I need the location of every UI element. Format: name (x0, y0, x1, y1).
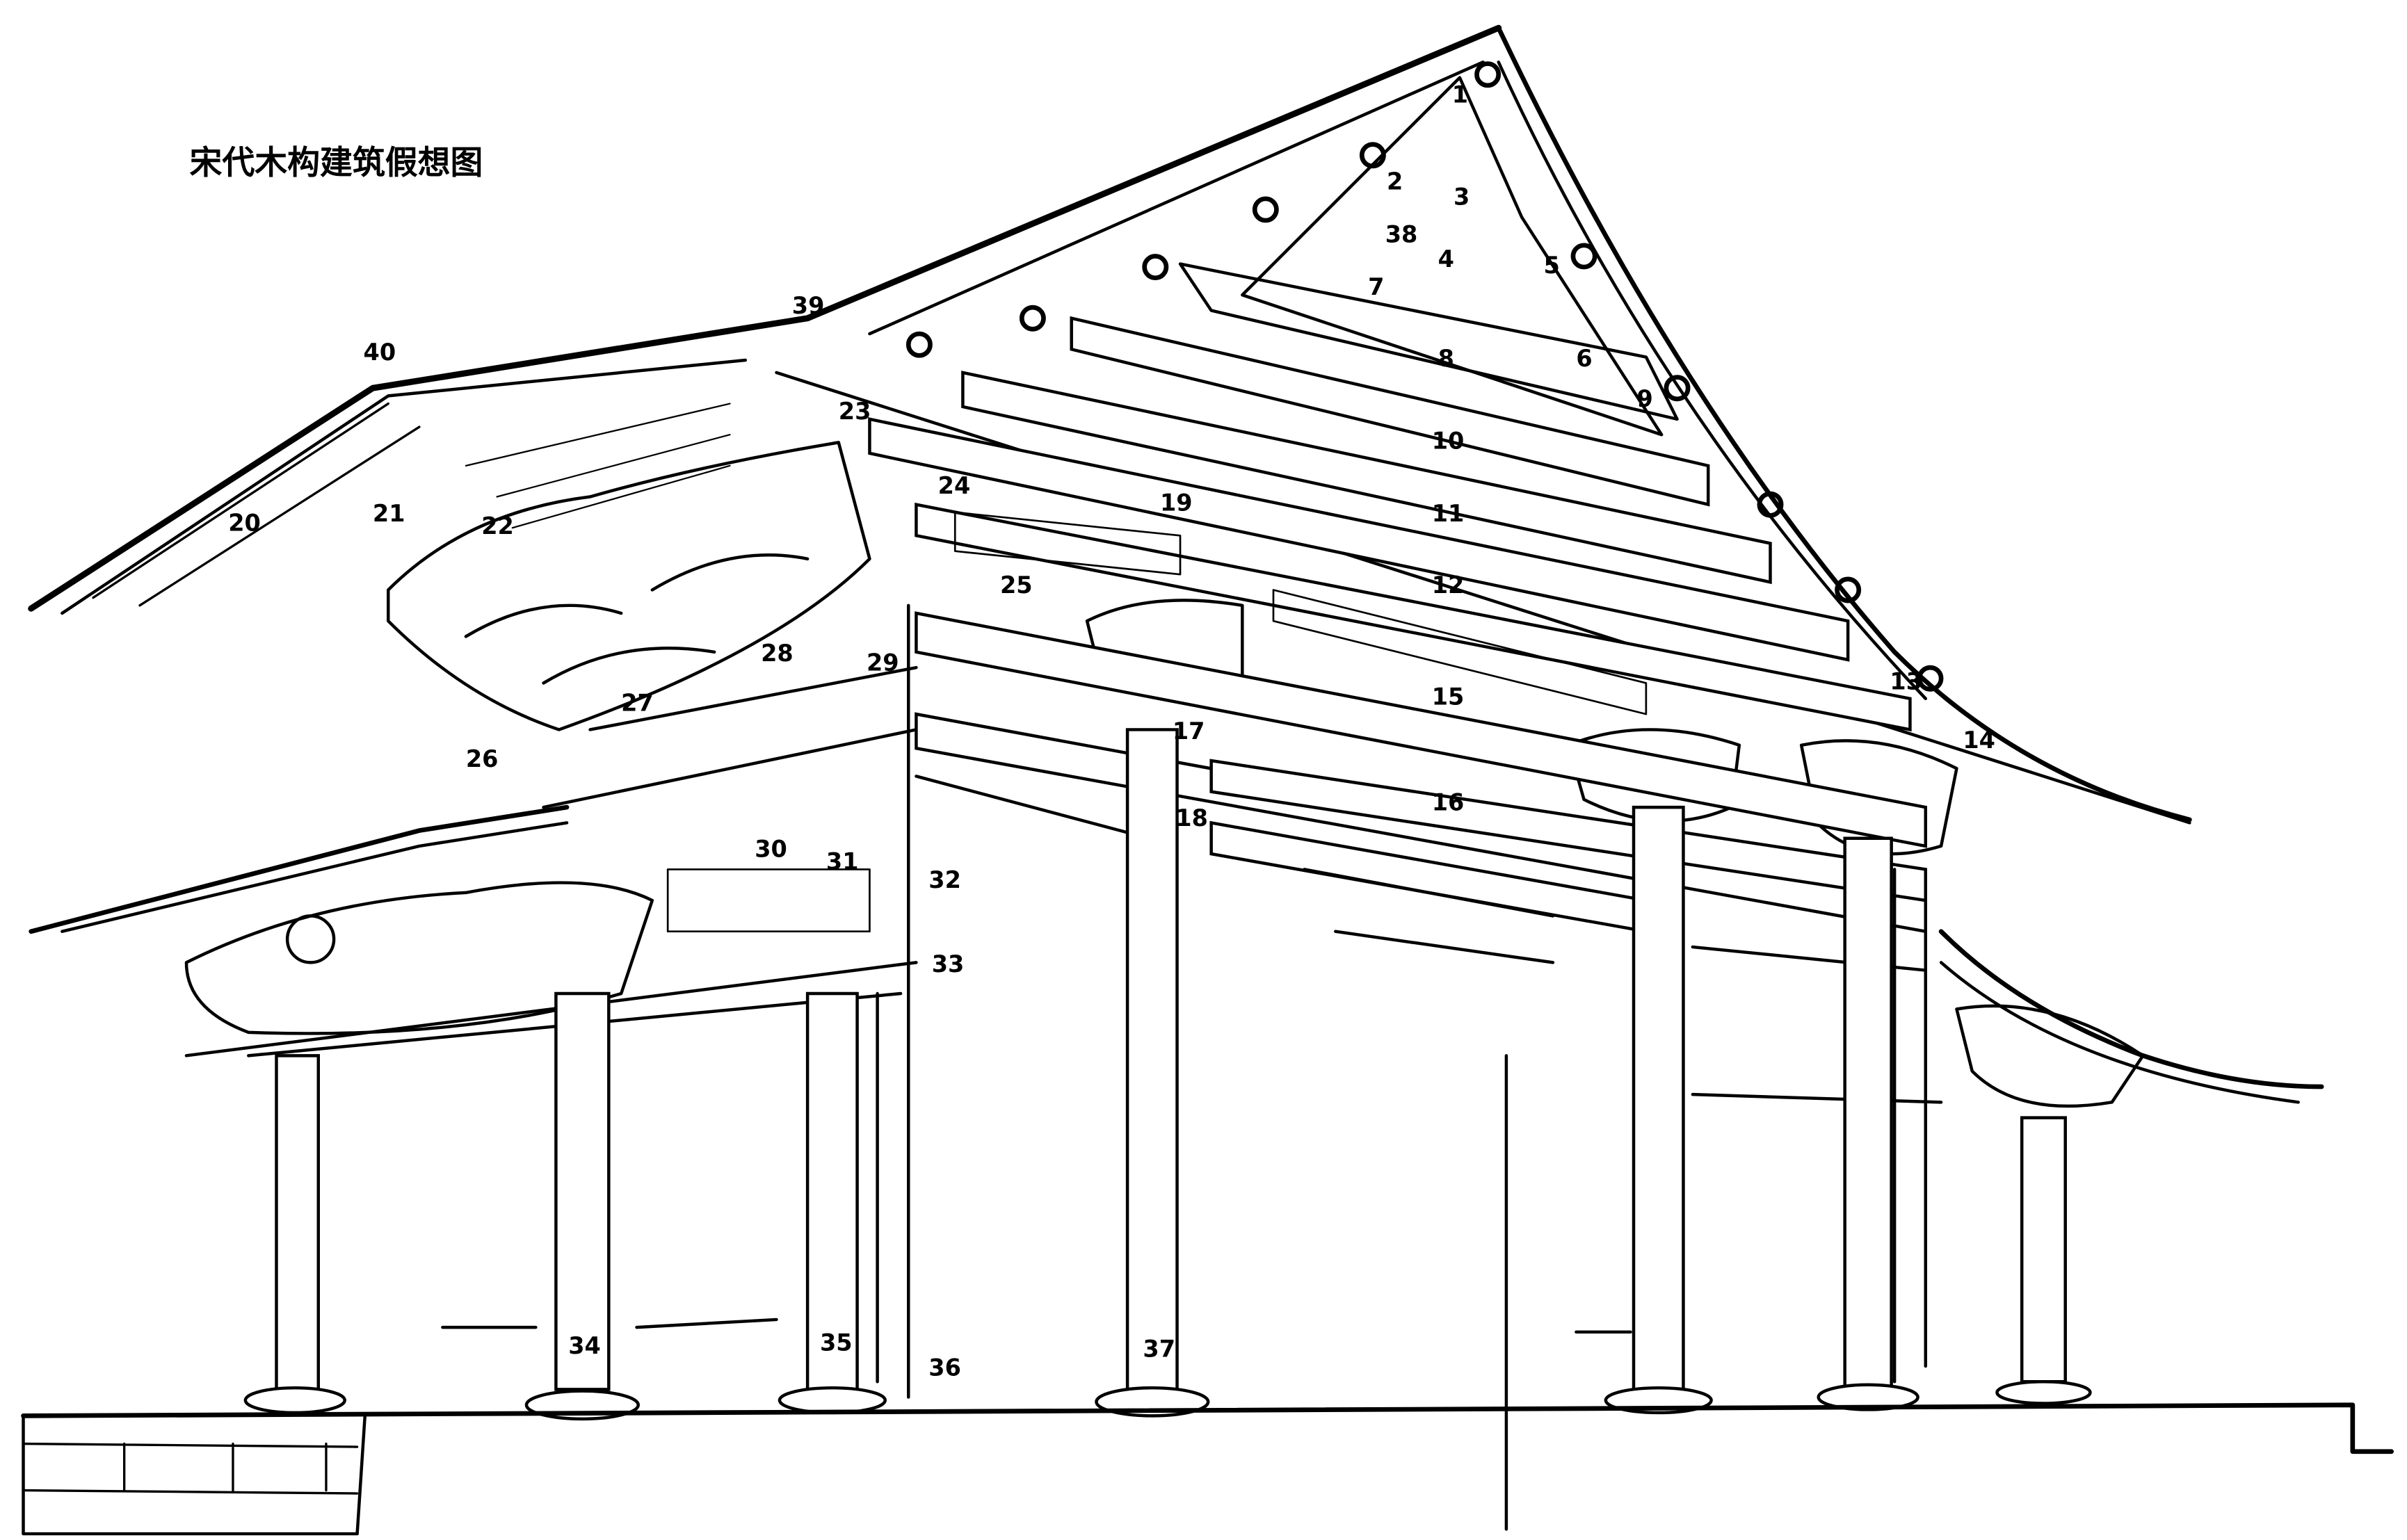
roof-truss (868, 61, 1944, 732)
label-39: 39 (792, 292, 825, 319)
label-24: 24 (938, 472, 971, 499)
label-15: 15 (1432, 683, 1465, 711)
label-1: 1 (1452, 81, 1468, 108)
label-33: 33 (932, 950, 965, 978)
label-35: 35 (820, 1329, 853, 1356)
label-31: 31 (826, 848, 859, 875)
label-20: 20 (228, 510, 261, 537)
label-13: 13 (1890, 667, 1922, 695)
label-32: 32 (928, 866, 961, 893)
label-17: 17 (1173, 718, 1205, 745)
label-25: 25 (1000, 572, 1033, 599)
label-7: 7 (1368, 273, 1384, 300)
label-11: 11 (1432, 500, 1465, 527)
label-14: 14 (1963, 727, 1995, 754)
label-38: 38 (1385, 220, 1418, 248)
label-36: 36 (928, 1354, 961, 1381)
label-4: 4 (1438, 245, 1454, 273)
label-29: 29 (867, 649, 899, 676)
label-16: 16 (1432, 789, 1465, 816)
label-26: 26 (466, 745, 499, 772)
label-21: 21 (373, 500, 405, 527)
label-23: 23 (839, 398, 871, 425)
label-6: 6 (1576, 345, 1592, 372)
label-34: 34 (568, 1332, 601, 1359)
label-22: 22 (481, 512, 514, 540)
part-labels: 1 2 3 4 5 6 7 8 9 10 11 12 13 14 15 16 1… (228, 81, 1995, 1381)
label-3: 3 (1454, 184, 1470, 211)
label-30: 30 (755, 836, 787, 863)
label-37: 37 (1143, 1336, 1175, 1363)
label-12: 12 (1432, 572, 1465, 599)
label-40: 40 (364, 339, 396, 366)
label-10: 10 (1432, 427, 1465, 454)
label-28: 28 (761, 640, 794, 667)
label-19: 19 (1160, 489, 1193, 517)
label-18: 18 (1175, 804, 1208, 832)
label-9: 9 (1636, 385, 1652, 412)
label-5: 5 (1543, 252, 1559, 279)
diagram-title: 宋代木构建筑假想图 (189, 144, 483, 182)
label-8: 8 (1438, 345, 1454, 372)
label-2: 2 (1387, 168, 1403, 195)
lower-roof (29, 665, 2324, 1104)
label-27: 27 (621, 690, 654, 717)
platform (21, 1054, 2394, 1536)
